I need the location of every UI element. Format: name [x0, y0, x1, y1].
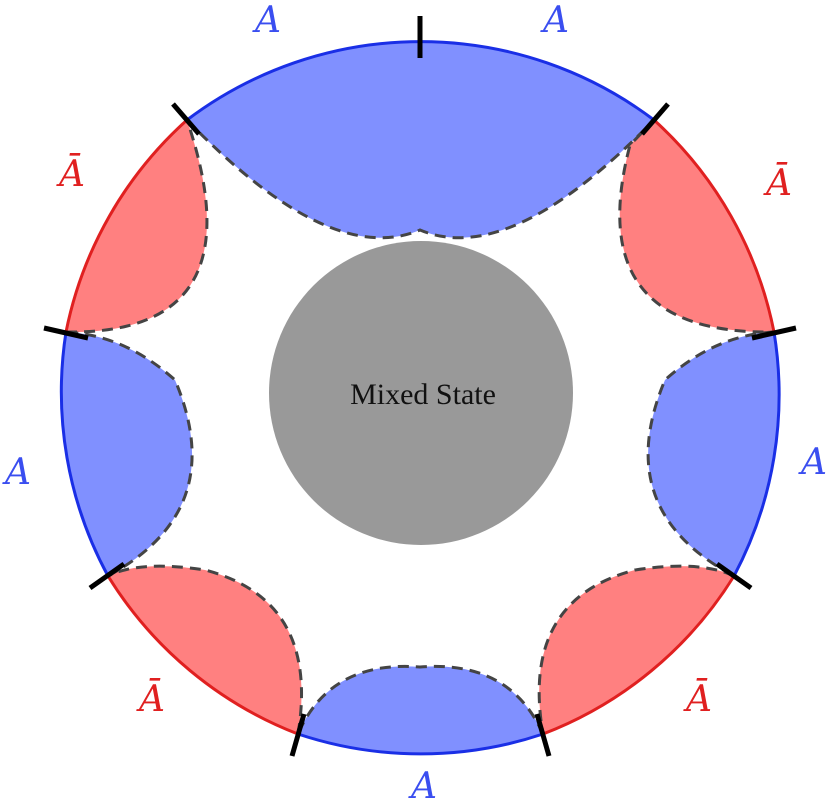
outer-arc-abar-lower-left: [106, 575, 299, 736]
dashed-arc-a-left: [65, 330, 194, 578]
label-abar-lower-right: Ā: [683, 679, 712, 720]
tick-lower-left: [88, 561, 126, 591]
tick-upper-left: [171, 102, 201, 136]
tick-left: [43, 325, 89, 341]
label-abar-upper-left: Ā: [56, 154, 85, 195]
outer-arc-a-left: [59, 331, 110, 577]
tick-right: [751, 325, 797, 341]
region-a-top: [187, 41, 654, 238]
region-a-left: [61, 332, 193, 576]
tick-upper-right: [640, 102, 670, 136]
label-abar-lower-left: Ā: [136, 679, 165, 720]
dashed-arc-a-top: [185, 118, 656, 240]
outer-arc-abar-upper-left: [64, 118, 189, 333]
tick-bottom-left: [289, 713, 307, 757]
label-a-bottom: A: [408, 766, 437, 804]
dashed-arc-a-bottom: [296, 664, 545, 735]
dashed-arc-abar-lower-left: [107, 564, 303, 735]
region-fills: [61, 41, 780, 754]
outer-arc-abar-upper-right: [652, 118, 776, 333]
region-abar-lower-right: [539, 566, 734, 734]
outer-arc-abar-lower-right: [542, 575, 736, 736]
dashed-arc-abar-upper-right: [618, 118, 775, 334]
label-a-top-right: A: [540, 0, 569, 41]
mixed-state-circle: [269, 241, 573, 545]
outer-arc-a-bottom: [297, 732, 544, 756]
tick-bottom-right: [534, 713, 552, 757]
label-a-top-left: A: [252, 0, 281, 41]
dashed-arc-a-right: [646, 330, 775, 578]
region-abar-upper-left: [66, 120, 207, 333]
mixed-state-label: Mixed State: [350, 378, 496, 411]
dashed-boundaries: [65, 118, 775, 735]
outer-arc-a-right: [732, 331, 781, 577]
label-a-left: A: [2, 452, 31, 493]
dashed-arc-abar-upper-left: [65, 119, 209, 334]
region-abar-upper-right: [619, 120, 774, 333]
region-a-right: [648, 332, 780, 576]
tick-lower-right: [715, 561, 753, 591]
region-abar-lower-left: [108, 566, 302, 734]
boundary-ticks: [43, 16, 797, 757]
region-a-bottom: [298, 666, 543, 754]
label-a-right: A: [798, 442, 827, 483]
label-abar-upper-right: Ā: [763, 163, 792, 204]
